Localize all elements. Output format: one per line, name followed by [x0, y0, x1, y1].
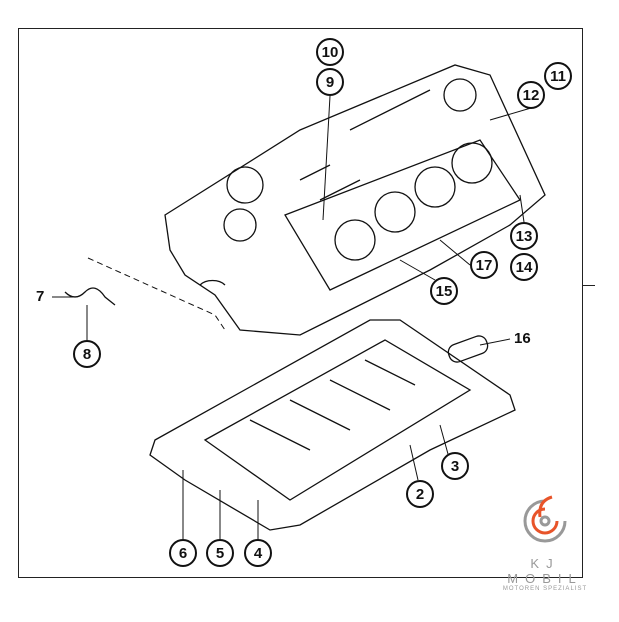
logo-subtitle: MOTOREN SPEZIALIST: [502, 586, 588, 592]
frame-tick: [583, 285, 595, 286]
callout-15[interactable]: 15: [430, 277, 458, 305]
oil-pan: [149, 319, 516, 531]
kj-mobil-logo: KJ MOBIL MOTOREN SPEZIALIST: [490, 495, 600, 592]
callout-5[interactable]: 5: [206, 539, 234, 567]
logo-swirl-icon: [523, 495, 567, 543]
callout-8[interactable]: 8: [73, 340, 101, 368]
callout-6[interactable]: 6: [169, 539, 197, 567]
logo-name: KJ MOBIL: [507, 556, 583, 586]
leader-lines: [52, 95, 532, 539]
callout-10[interactable]: 10: [316, 38, 344, 66]
diagram-frame: [18, 28, 583, 578]
callout-12[interactable]: 12: [517, 81, 545, 109]
bracket-part-7: [64, 287, 116, 306]
callout-2[interactable]: 2: [406, 480, 434, 508]
callout-16[interactable]: 16: [514, 330, 531, 347]
callout-7[interactable]: 7: [36, 288, 45, 305]
callout-17[interactable]: 17: [470, 251, 498, 279]
callout-11[interactable]: 11: [544, 62, 572, 90]
engine-block: [164, 64, 546, 336]
callout-3[interactable]: 3: [441, 452, 469, 480]
callout-9[interactable]: 9: [316, 68, 344, 96]
callout-4[interactable]: 4: [244, 539, 272, 567]
callout-13[interactable]: 13: [510, 222, 538, 250]
callout-14[interactable]: 14: [510, 253, 538, 281]
